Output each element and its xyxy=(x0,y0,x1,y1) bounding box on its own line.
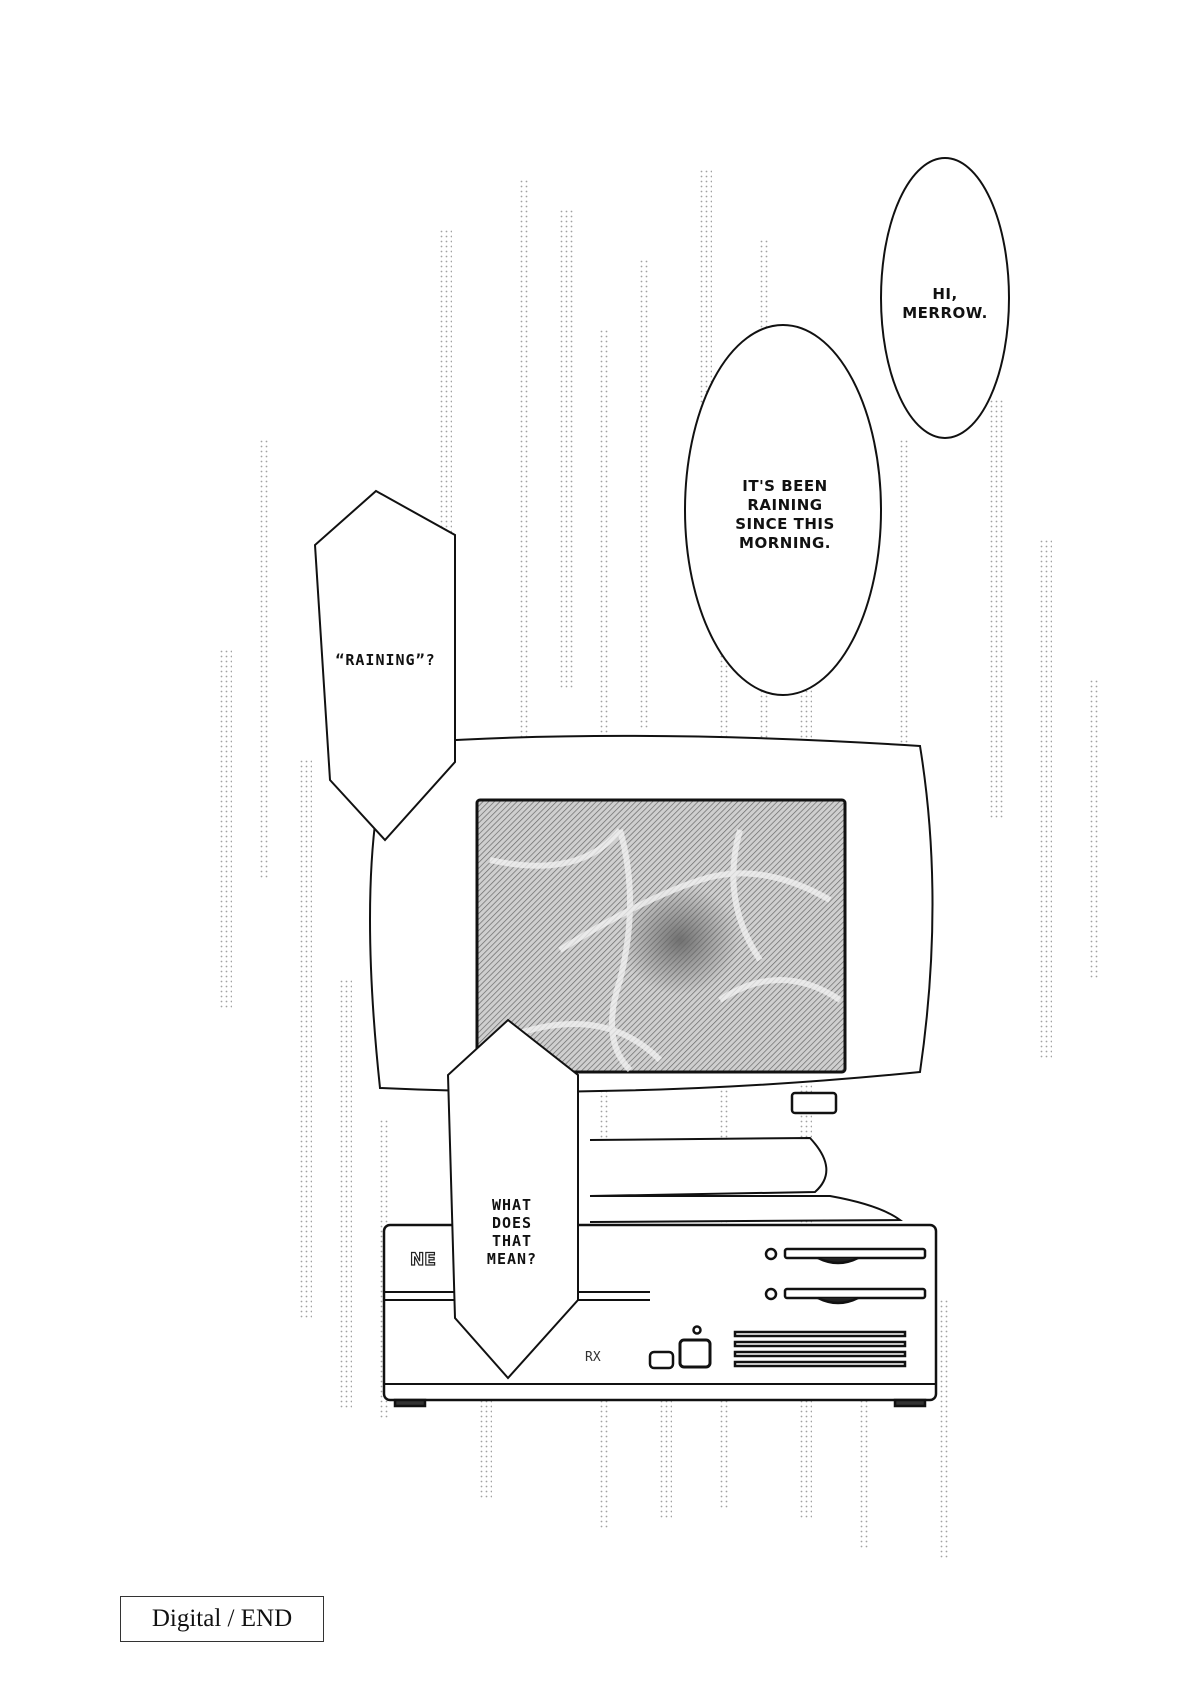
balloon-raining-since xyxy=(684,324,882,696)
crt-monitor xyxy=(369,734,934,1223)
speech-balloons xyxy=(313,157,1010,1380)
balloon-raining-question xyxy=(313,489,456,842)
end-caption-text: Digital / END xyxy=(151,1605,293,1632)
balloon-hi-merrow xyxy=(880,157,1010,439)
balloon-text-what-does-that-mean: WHAT DOES THAT MEAN? xyxy=(486,1196,538,1268)
balloon-what-does-that-mean xyxy=(446,1018,579,1380)
balloon-text-hi-merrow: HI, MERROW. xyxy=(902,285,988,322)
balloon-text-raining-question: “RAINING”? xyxy=(335,651,436,669)
balloon-text-raining-since: IT'S BEEN RAINING SINCE THIS MORNING. xyxy=(735,477,835,552)
computer-brand-label: NE xyxy=(409,1249,436,1270)
computer-model-label: RX xyxy=(585,1350,601,1365)
end-caption-box: Digital / END xyxy=(120,1596,324,1642)
